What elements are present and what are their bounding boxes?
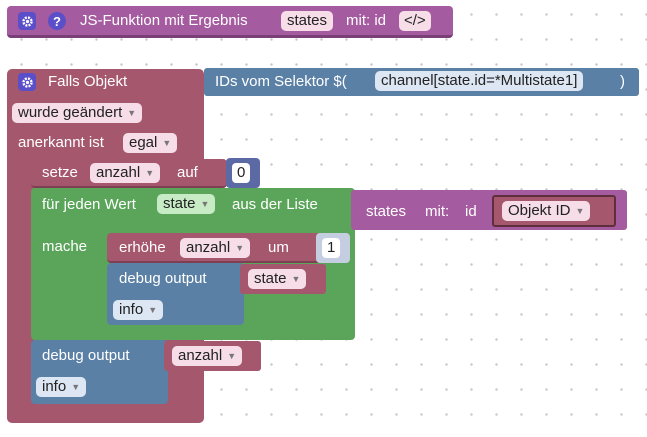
selector-close: ): [620, 73, 625, 90]
condition-dropdown[interactable]: wurde geändert ▼: [12, 103, 143, 123]
chevron-down-icon: ▼: [235, 243, 245, 253]
chevron-down-icon: ▼: [162, 138, 172, 148]
code-editor-button[interactable]: </>: [399, 11, 431, 31]
acknowledged-label: anerkannt ist: [18, 134, 104, 151]
chevron-down-icon: ▼: [291, 274, 301, 284]
states-call-label: states: [366, 203, 407, 220]
foreach-variable-value: state: [163, 195, 196, 212]
um-label: um: [268, 239, 289, 256]
debug1-label: debug output: [119, 270, 207, 287]
increment-variable-value: anzahl: [186, 239, 231, 256]
function-mit-label: mit: id: [346, 12, 387, 29]
chevron-down-icon: ▼: [200, 199, 210, 209]
trigger-bottom-cap: [7, 404, 204, 422]
set-variable-value: anzahl: [96, 164, 141, 181]
increment-value-field[interactable]: 1: [322, 238, 341, 258]
debug1-variable-value: state: [254, 270, 287, 287]
chevron-down-icon: ▼: [145, 168, 155, 178]
help-icon[interactable]: ?: [48, 12, 66, 30]
auf-label: auf: [177, 164, 198, 181]
debug2-variable-dropdown[interactable]: anzahl ▼: [172, 346, 243, 366]
debug2-level-dropdown[interactable]: info ▼: [36, 377, 87, 397]
increment-label: erhöhe: [119, 239, 166, 256]
selector-field[interactable]: channel[state.id=*Multistate1]: [375, 71, 584, 91]
condition-value: wurde geändert: [18, 104, 123, 121]
result-variable-field[interactable]: states: [281, 11, 334, 31]
chevron-down-icon: ▼: [148, 305, 158, 315]
states-id-label: id: [465, 203, 477, 220]
debug2-variable-value: anzahl: [178, 347, 223, 364]
object-id-dropdown[interactable]: Objekt ID ▼: [502, 201, 591, 221]
debug2-level-value: info: [42, 378, 67, 395]
selector-label: IDs vom Selektor $(: [215, 73, 347, 90]
debug1-level-value: info: [119, 301, 144, 318]
foreach-variable-dropdown[interactable]: state ▼: [157, 194, 216, 214]
set-label: setze: [42, 164, 78, 181]
chevron-down-icon: ▼: [575, 206, 585, 216]
function-title: JS-Funktion mit Ergebnis: [80, 12, 248, 29]
debug1-level-dropdown[interactable]: info ▼: [113, 300, 164, 320]
acknowledged-value: egal: [129, 134, 158, 151]
do-label: mache: [42, 238, 88, 255]
acknowledged-dropdown[interactable]: egal ▼: [123, 133, 178, 153]
help-label: ?: [53, 13, 61, 29]
gear-icon[interactable]: [18, 73, 36, 91]
object-id-value: Objekt ID: [508, 202, 571, 219]
js-function-block[interactable]: [7, 6, 453, 38]
debug1-variable-dropdown[interactable]: state ▼: [248, 269, 307, 289]
trigger-title: Falls Objekt: [48, 73, 128, 90]
increment-variable-dropdown[interactable]: anzahl ▼: [180, 238, 251, 258]
set-variable-dropdown[interactable]: anzahl ▼: [90, 163, 161, 183]
chevron-down-icon: ▼: [127, 108, 137, 118]
set-value-field[interactable]: 0: [232, 163, 251, 183]
chevron-down-icon: ▼: [227, 351, 237, 361]
foreach-label: für jeden Wert: [42, 196, 136, 213]
states-mit-label: mit:: [425, 203, 450, 220]
gear-icon[interactable]: [18, 12, 36, 30]
chevron-down-icon: ▼: [71, 382, 81, 392]
debug2-label: debug output: [42, 347, 130, 364]
list-label: aus der Liste: [232, 196, 318, 213]
